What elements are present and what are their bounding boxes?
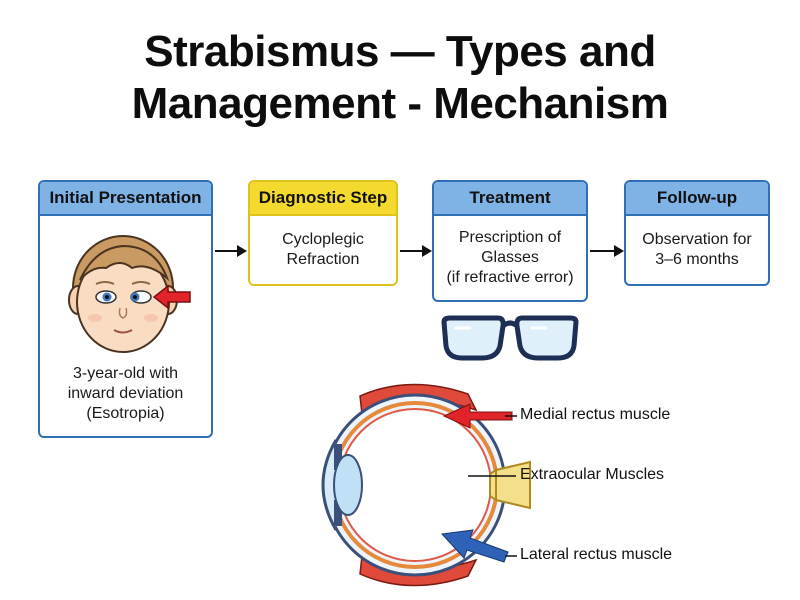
step-initial-body: 3-year-old with inward deviation (Esotro… bbox=[40, 364, 211, 424]
step-followup: Follow-up Observation for 3–6 months bbox=[624, 180, 770, 286]
step-initial-line-3: (Esotropia) bbox=[86, 405, 165, 422]
lateral-rectus-pointer-line bbox=[505, 555, 517, 557]
step-followup-line-1: Observation for bbox=[642, 231, 752, 248]
step-diagnostic-line-1: Cycloplegic bbox=[282, 231, 364, 248]
step-followup-body: Observation for 3–6 months bbox=[626, 216, 768, 270]
eye-cross-section-icon bbox=[321, 383, 531, 587]
step-treatment-header: Treatment bbox=[434, 182, 586, 216]
step-followup-line-2: 3–6 months bbox=[655, 251, 739, 268]
flow-arrow-1 bbox=[215, 245, 247, 257]
title-line-2: Management - Mechanism bbox=[131, 79, 669, 128]
step-treatment-line-1: Prescription of bbox=[458, 229, 562, 246]
label-extraocular-muscles: Extraocular Muscles bbox=[520, 466, 665, 483]
step-diagnostic: Diagnostic Step Cycloplegic Refraction bbox=[248, 180, 398, 286]
extraocular-pointer-line bbox=[468, 475, 516, 477]
flow-arrow-2 bbox=[400, 245, 432, 257]
step-initial-presentation: Initial Presentation 3-year-old wit bbox=[38, 180, 213, 438]
label-lateral-rectus: Lateral rectus muscle bbox=[520, 546, 673, 563]
step-initial-line-2: inward deviation bbox=[67, 385, 184, 402]
step-diagnostic-body: Cycloplegic Refraction bbox=[250, 216, 396, 270]
step-treatment-line-3: (if refractive error) bbox=[446, 269, 574, 286]
step-diagnostic-header: Diagnostic Step bbox=[250, 182, 396, 216]
lateral-rectus-arrow-icon bbox=[440, 529, 509, 563]
step-diagnostic-line-2: Refraction bbox=[286, 251, 360, 268]
step-followup-header: Follow-up bbox=[626, 182, 768, 216]
medial-rectus-pointer-line bbox=[505, 415, 517, 417]
child-face-icon bbox=[68, 235, 191, 353]
step-treatment-line-2: Glasses bbox=[481, 249, 539, 266]
page-title: Strabismus — Types and Management - Mech… bbox=[0, 26, 800, 130]
flow-arrow-3 bbox=[590, 245, 624, 257]
step-initial-header: Initial Presentation bbox=[40, 182, 211, 216]
title-line-1: Strabismus — Types and bbox=[144, 27, 656, 76]
eyeglasses-icon bbox=[441, 315, 579, 361]
step-treatment-body: Prescription of Glasses (if refractive e… bbox=[434, 216, 586, 288]
step-initial-line-1: 3-year-old with bbox=[73, 365, 178, 382]
label-medial-rectus: Medial rectus muscle bbox=[520, 406, 671, 423]
medial-rectus-arrow-icon bbox=[442, 403, 513, 429]
step-treatment: Treatment Prescription of Glasses (if re… bbox=[432, 180, 588, 302]
